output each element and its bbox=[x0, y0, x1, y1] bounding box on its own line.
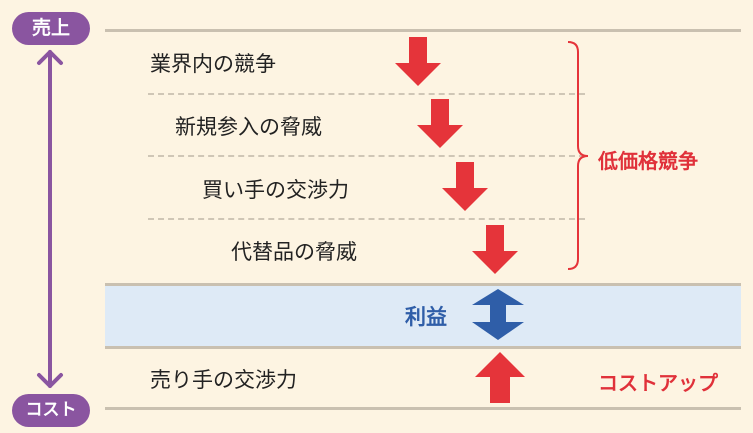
force-label: 代替品の脅威 bbox=[231, 240, 357, 264]
up-arrow-icon bbox=[475, 352, 525, 403]
divider bbox=[148, 218, 585, 220]
profit-label: 利益 bbox=[405, 305, 447, 329]
force-label: 新規参入の脅威 bbox=[175, 115, 322, 139]
supplier-label: 売り手の交渉力 bbox=[150, 368, 297, 392]
cost-badge: コスト bbox=[12, 394, 90, 427]
price-competition-label: 低価格競争 bbox=[598, 149, 698, 173]
profit-band bbox=[105, 283, 741, 349]
cost-up-label: コストアップ bbox=[598, 371, 718, 395]
force-label: 業界内の競争 bbox=[150, 52, 276, 76]
down-arrow-icon bbox=[417, 99, 463, 148]
sales-badge: 売上 bbox=[12, 12, 90, 45]
force-label: 買い手の交渉力 bbox=[202, 178, 349, 202]
down-arrow-icon bbox=[472, 225, 518, 274]
sales-line bbox=[105, 29, 741, 32]
down-arrow-icon bbox=[442, 162, 488, 211]
cost-line bbox=[105, 407, 741, 410]
profit-double-arrow-icon bbox=[472, 289, 524, 340]
divider bbox=[148, 93, 585, 95]
down-arrow-icon bbox=[395, 37, 441, 86]
vertical-double-arrow-icon bbox=[37, 50, 63, 388]
divider bbox=[148, 155, 585, 157]
bracket-icon bbox=[567, 41, 589, 270]
